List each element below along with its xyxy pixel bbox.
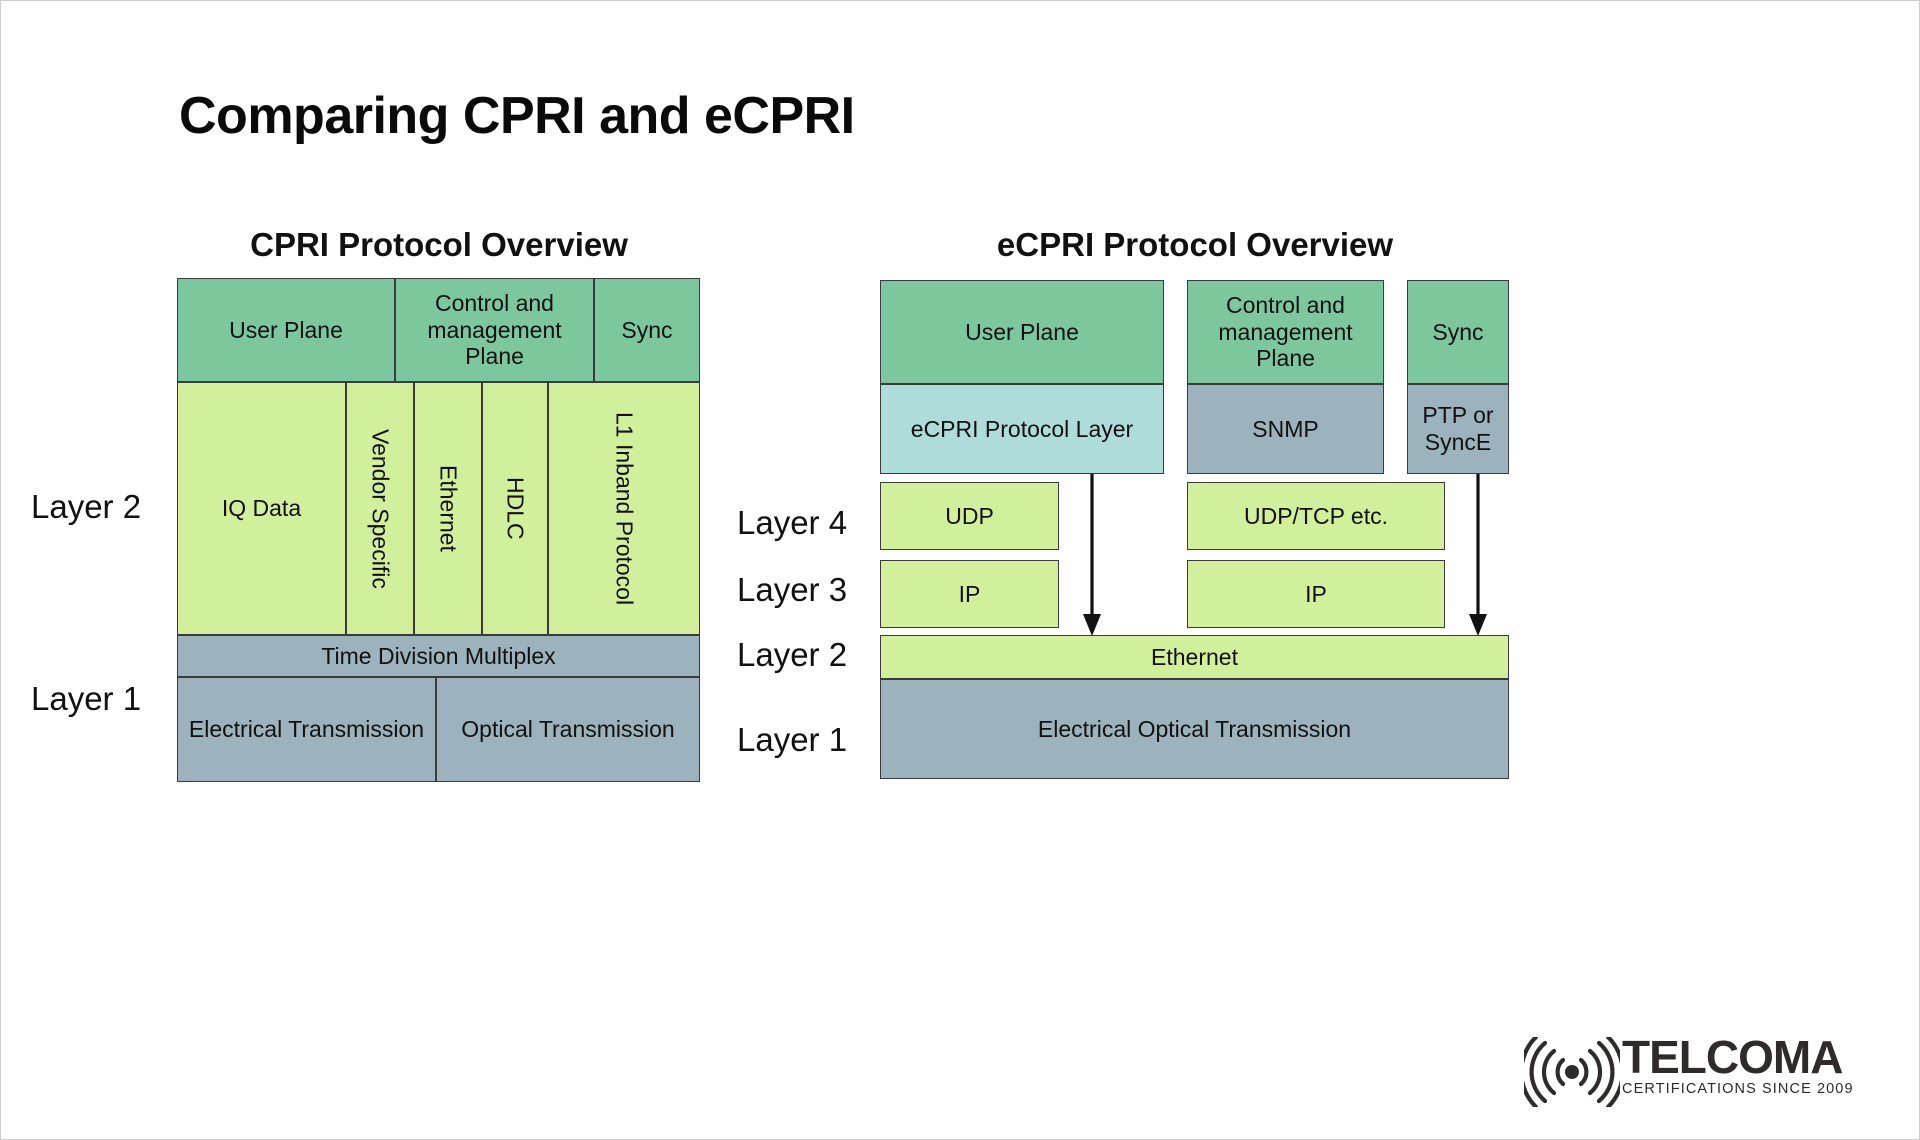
ecpri-sync-block: Sync — [1407, 280, 1509, 384]
cpri-l1-inband-protocol-block: L1 Inband Protocol — [548, 382, 700, 635]
ecpri-layer-4-label: Layer 4 — [737, 504, 848, 541]
ecpri-ip-control-plane-block: IP — [1187, 560, 1445, 628]
cpri-user-plane-block: User Plane — [177, 278, 395, 382]
cpri-iq-data-block: IQ Data — [177, 382, 346, 635]
ecpri-ethernet-block: Ethernet — [880, 635, 1509, 679]
ecpri-udp-block: UDP — [880, 482, 1059, 550]
ecpri-udp-tcp-block: UDP/TCP etc. — [1187, 482, 1445, 550]
cpri-ethernet-block: Ethernet — [414, 382, 482, 635]
logo-text: TELCOMA CERTIFICATIONS SINCE 2009 — [1622, 1031, 1854, 1098]
ecpri-snmp-block: SNMP — [1187, 384, 1384, 474]
ecpri-user-plane-bypass-arrow — [1083, 474, 1101, 636]
ecpri-ip-user-plane-block: IP — [880, 560, 1059, 628]
wireless-signal-icon — [1524, 1037, 1620, 1107]
cpri-layer-2-label: Layer 2 — [31, 488, 142, 525]
ecpri-control-management-plane-block: Control and management Plane — [1187, 280, 1384, 384]
cpri-panel-heading: CPRI Protocol Overview — [250, 226, 628, 263]
cpri-control-management-plane-block: Control and management Plane — [395, 278, 594, 382]
logo-wordmark: TELCOMA — [1622, 1031, 1843, 1083]
cpri-layer-1-label: Layer 1 — [31, 680, 142, 717]
cpri-hdlc-label: HDLC — [502, 477, 529, 540]
cpri-ethernet-label: Ethernet — [435, 465, 462, 552]
logo-tagline: CERTIFICATIONS SINCE 2009 — [1622, 1081, 1854, 1098]
page-title: Comparing CPRI and eCPRI — [179, 87, 855, 145]
cpri-vendor-specific-block: Vendor Specific — [346, 382, 414, 635]
ecpri-sync-bypass-arrow — [1469, 474, 1487, 636]
cpri-hdlc-block: HDLC — [482, 382, 548, 635]
ecpri-layer-2-label: Layer 2 — [737, 636, 848, 673]
cpri-l1-inband-protocol-label: L1 Inband Protocol — [611, 411, 638, 606]
ecpri-protocol-layer-block: eCPRI Protocol Layer — [880, 384, 1164, 474]
ecpri-layer-1-label: Layer 1 — [737, 721, 848, 758]
ecpri-layer-3-label: Layer 3 — [737, 571, 848, 608]
ecpri-ptp-or-synce-block: PTP or SyncE — [1407, 384, 1509, 474]
cpri-electrical-transmission-block: Electrical Transmission — [177, 677, 436, 782]
cpri-optical-transmission-block: Optical Transmission — [436, 677, 700, 782]
cpri-vendor-specific-label: Vendor Specific — [367, 428, 394, 589]
cpri-time-division-multiplex-block: Time Division Multiplex — [177, 635, 700, 677]
telcoma-logo: TELCOMA CERTIFICATIONS SINCE 2009 — [1524, 1033, 1864, 1111]
ecpri-electrical-optical-transmission-block: Electrical Optical Transmission — [880, 679, 1509, 779]
ecpri-panel-heading: eCPRI Protocol Overview — [996, 226, 1394, 263]
cpri-sync-block: Sync — [594, 278, 700, 382]
ecpri-user-plane-block: User Plane — [880, 280, 1164, 384]
